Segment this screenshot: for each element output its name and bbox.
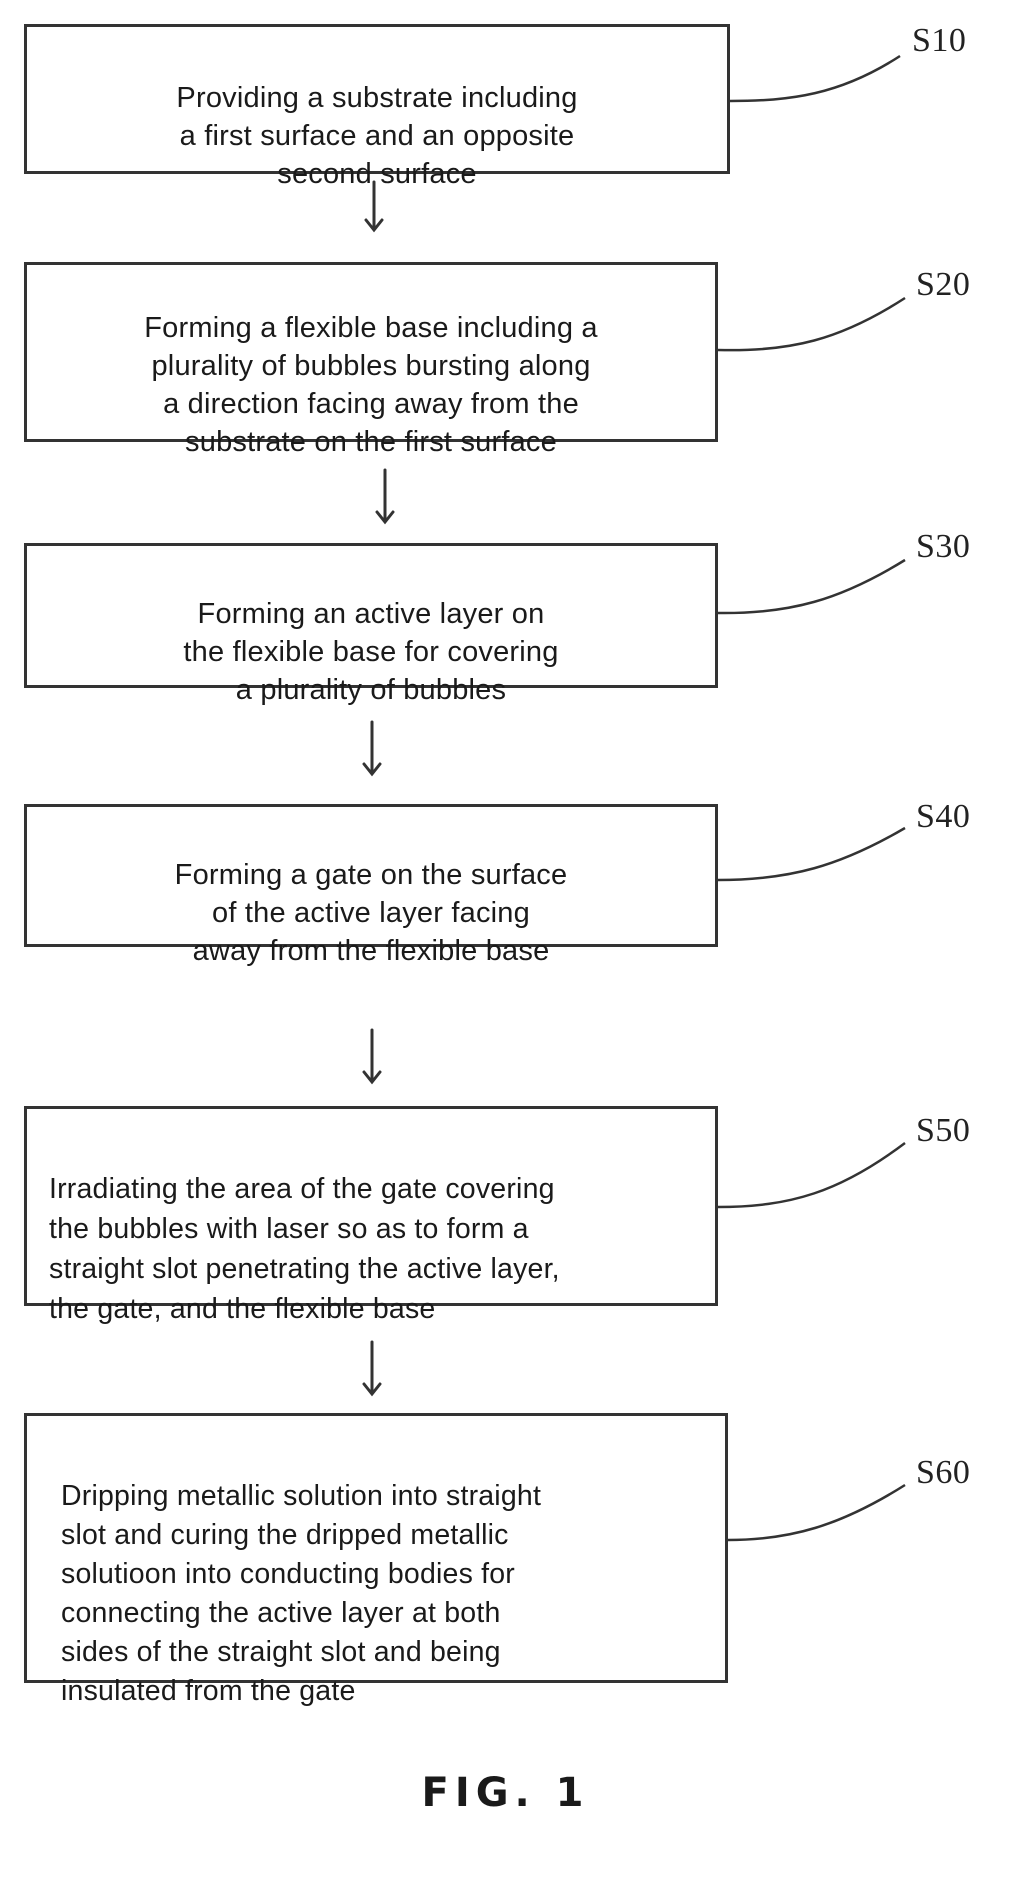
step-text: Forming a gate on the surface of the act… xyxy=(175,859,568,967)
step-id-s10: S10 xyxy=(912,22,966,60)
leader-line xyxy=(718,560,905,613)
step-box-s20: Forming a flexible base including a plur… xyxy=(24,262,718,442)
step-id-s40: S40 xyxy=(916,798,970,836)
step-text: Providing a substrate including a first … xyxy=(176,82,577,190)
leader-line xyxy=(728,1485,905,1540)
step-box-s40: Forming a gate on the surface of the act… xyxy=(24,804,718,947)
step-id-s20: S20 xyxy=(916,266,970,304)
step-id-s50: S50 xyxy=(916,1112,970,1150)
step-box-s50: Irradiating the area of the gate coverin… xyxy=(24,1106,718,1306)
flow-arrow xyxy=(364,722,380,774)
step-text: Irradiating the area of the gate coverin… xyxy=(49,1173,560,1325)
step-id-s30: S30 xyxy=(916,528,970,566)
flow-arrow xyxy=(364,1030,380,1082)
flow-arrow xyxy=(377,470,393,522)
step-text: Forming an active layer on the flexible … xyxy=(183,598,558,706)
step-box-s30: Forming an active layer on the flexible … xyxy=(24,543,718,688)
step-box-s10: Providing a substrate including a first … xyxy=(24,24,730,174)
leader-line xyxy=(718,298,905,350)
leader-line xyxy=(718,828,905,880)
flow-arrow xyxy=(364,1342,380,1394)
figure-caption: FIG. 1 xyxy=(0,1770,1011,1816)
leader-line xyxy=(730,56,900,101)
step-text: Dripping metallic solution into straight… xyxy=(61,1480,541,1707)
step-id-s60: S60 xyxy=(916,1454,970,1492)
leader-line xyxy=(718,1143,905,1207)
step-box-s60: Dripping metallic solution into straight… xyxy=(24,1413,728,1683)
step-text: Forming a flexible base including a plur… xyxy=(144,312,598,458)
